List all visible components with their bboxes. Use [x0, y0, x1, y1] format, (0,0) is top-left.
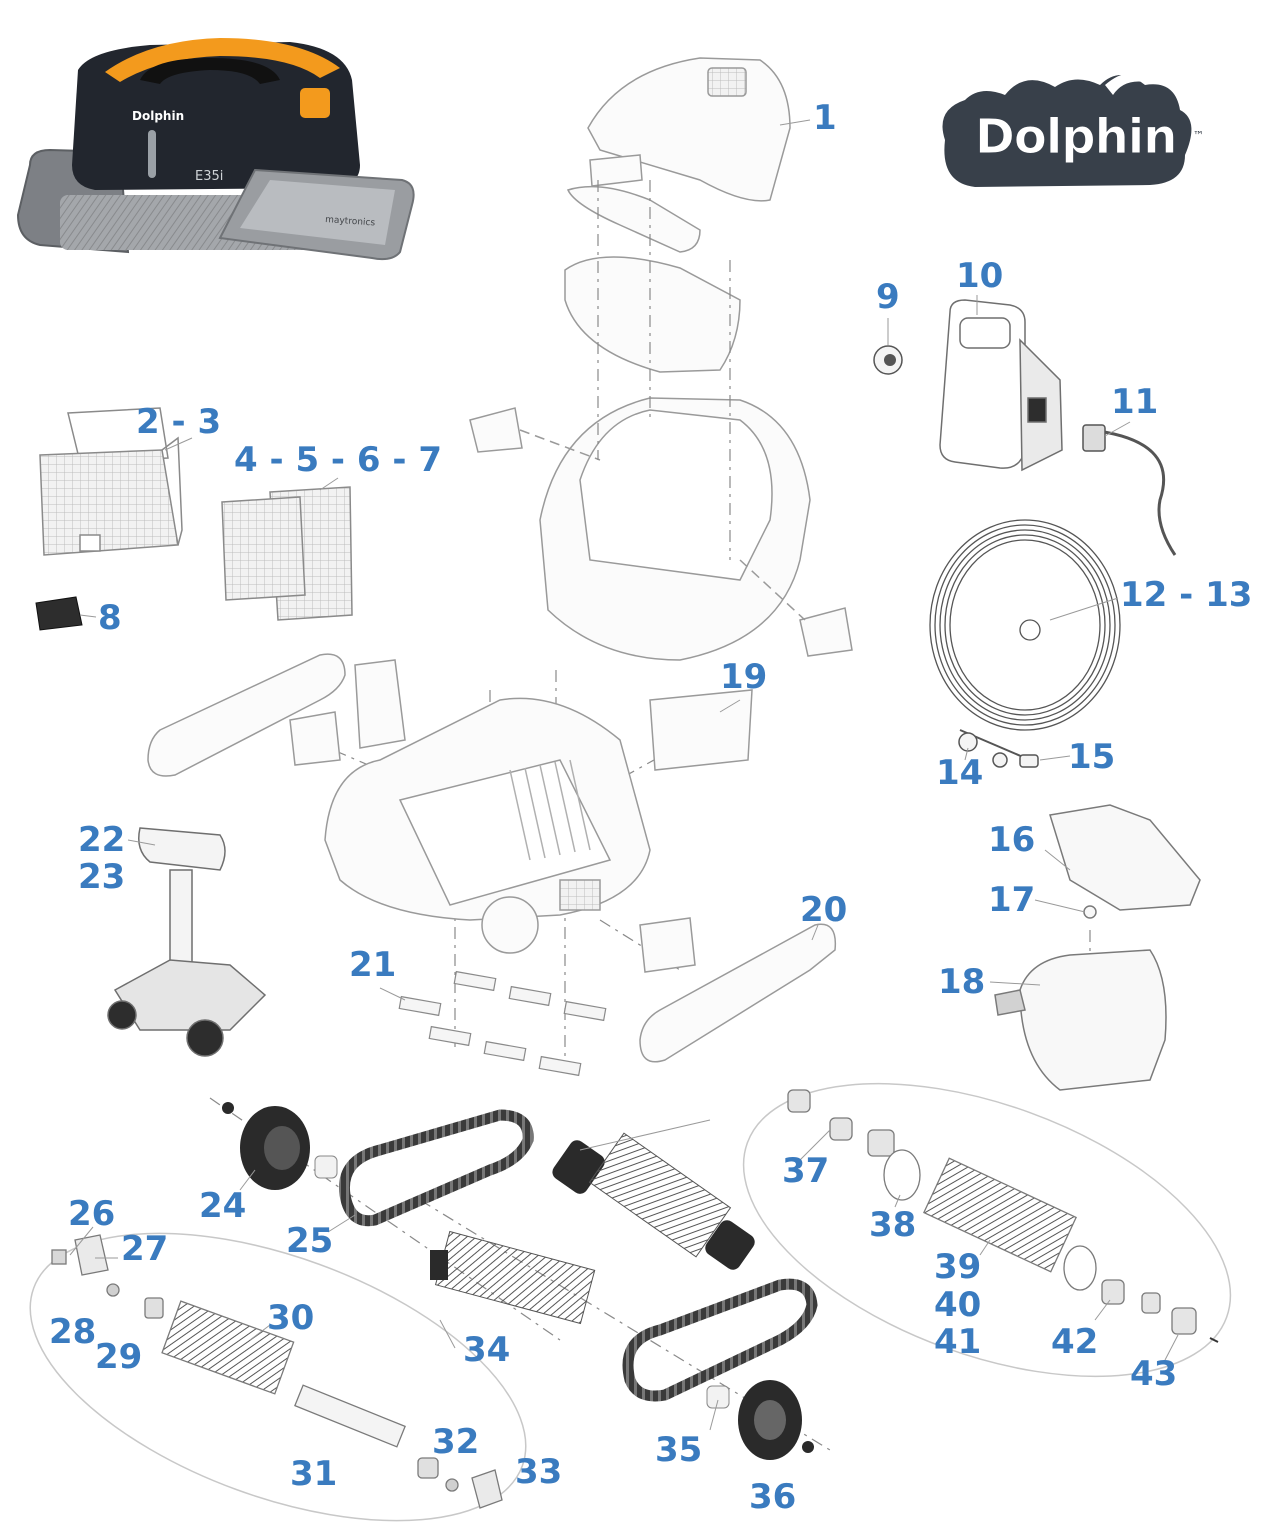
- callout-15: 15: [1068, 737, 1116, 777]
- callout-10: 10: [956, 256, 1004, 296]
- caddy-cart: [107, 827, 267, 1057]
- brush-roller-center: [552, 1132, 755, 1270]
- brush-34: [430, 1230, 596, 1325]
- callout-37: 37: [782, 1151, 830, 1191]
- brush-kit-left-parts: [51, 1234, 503, 1509]
- callout-22: 22: [78, 820, 126, 860]
- logo-wordmark: Dolphin: [974, 109, 1177, 166]
- brush-kit-left: [29, 1232, 527, 1522]
- callout-2-3: 2 - 3: [136, 402, 222, 442]
- dolphin-logo: Dolphin ™: [935, 65, 1215, 195]
- filter-basket: [39, 407, 183, 556]
- callout-38: 38: [869, 1205, 917, 1245]
- callout-23: 23: [78, 857, 126, 897]
- callout-4-7: 4 - 5 - 6 - 7: [234, 440, 442, 480]
- callout-14: 14: [936, 753, 984, 793]
- callout-42: 42: [1051, 1322, 1099, 1362]
- callout-9: 9: [876, 277, 900, 317]
- chassis: [324, 689, 753, 973]
- callout-43: 43: [1130, 1354, 1178, 1394]
- robot-model-label: E35i: [195, 169, 223, 184]
- callout-21: 21: [349, 945, 397, 985]
- brush-kit-right: [742, 1082, 1232, 1378]
- cable-coil: [929, 519, 1121, 761]
- callout-27: 27: [121, 1229, 169, 1269]
- callout-40: 40: [934, 1285, 982, 1325]
- track-belt-lower: [622, 1278, 818, 1402]
- callout-39: 39: [934, 1247, 982, 1287]
- robot-product-image: Dolphin E35i maytronics: [16, 38, 415, 261]
- body-shell: [469, 397, 853, 661]
- callout-33: 33: [515, 1452, 563, 1492]
- drive-wheel-36: [706, 1380, 814, 1460]
- track-belt-25: [338, 1109, 534, 1227]
- side-plate-right: [639, 923, 837, 1063]
- callout-36: 36: [749, 1477, 797, 1517]
- leader-lines: [69, 119, 1179, 1431]
- trademark-symbol: ™: [1193, 129, 1204, 142]
- robot-badge-text: Dolphin: [132, 109, 184, 123]
- power-supply: [939, 299, 1063, 472]
- callout-1: 1: [813, 98, 837, 138]
- callout-34: 34: [463, 1330, 511, 1370]
- callout-16: 16: [988, 820, 1036, 860]
- part-8-clip: [35, 596, 83, 631]
- motor-unit: [994, 804, 1201, 1091]
- callout-35: 35: [655, 1430, 703, 1470]
- filter-panels: [221, 486, 353, 621]
- callout-30: 30: [267, 1298, 315, 1338]
- callout-25: 25: [286, 1221, 334, 1261]
- callout-31: 31: [290, 1454, 338, 1494]
- callout-24: 24: [199, 1186, 247, 1226]
- part-9-knob: [873, 345, 903, 375]
- callout-20: 20: [800, 890, 848, 930]
- robot-maker-label: maytronics: [325, 215, 376, 228]
- power-cable: [1082, 424, 1177, 556]
- callout-17: 17: [988, 880, 1036, 920]
- callout-19: 19: [720, 657, 768, 697]
- clip-row: [398, 970, 607, 1077]
- side-plate-left: [147, 653, 406, 777]
- callout-11: 11: [1111, 382, 1159, 422]
- top-cover: [564, 57, 791, 373]
- drive-wheel-24: [222, 1102, 338, 1190]
- swivel-parts: [958, 732, 1039, 768]
- callout-29: 29: [95, 1337, 143, 1377]
- callout-18: 18: [938, 962, 986, 1002]
- callout-26: 26: [68, 1194, 116, 1234]
- brush-kit-right-parts: [787, 1089, 1219, 1343]
- callout-8: 8: [98, 598, 122, 638]
- callout-32: 32: [432, 1422, 480, 1462]
- callout-28: 28: [49, 1312, 97, 1352]
- logo-cloud-shape: [942, 73, 1192, 187]
- callout-41: 41: [934, 1322, 982, 1362]
- callout-12-13: 12 - 13: [1120, 575, 1253, 615]
